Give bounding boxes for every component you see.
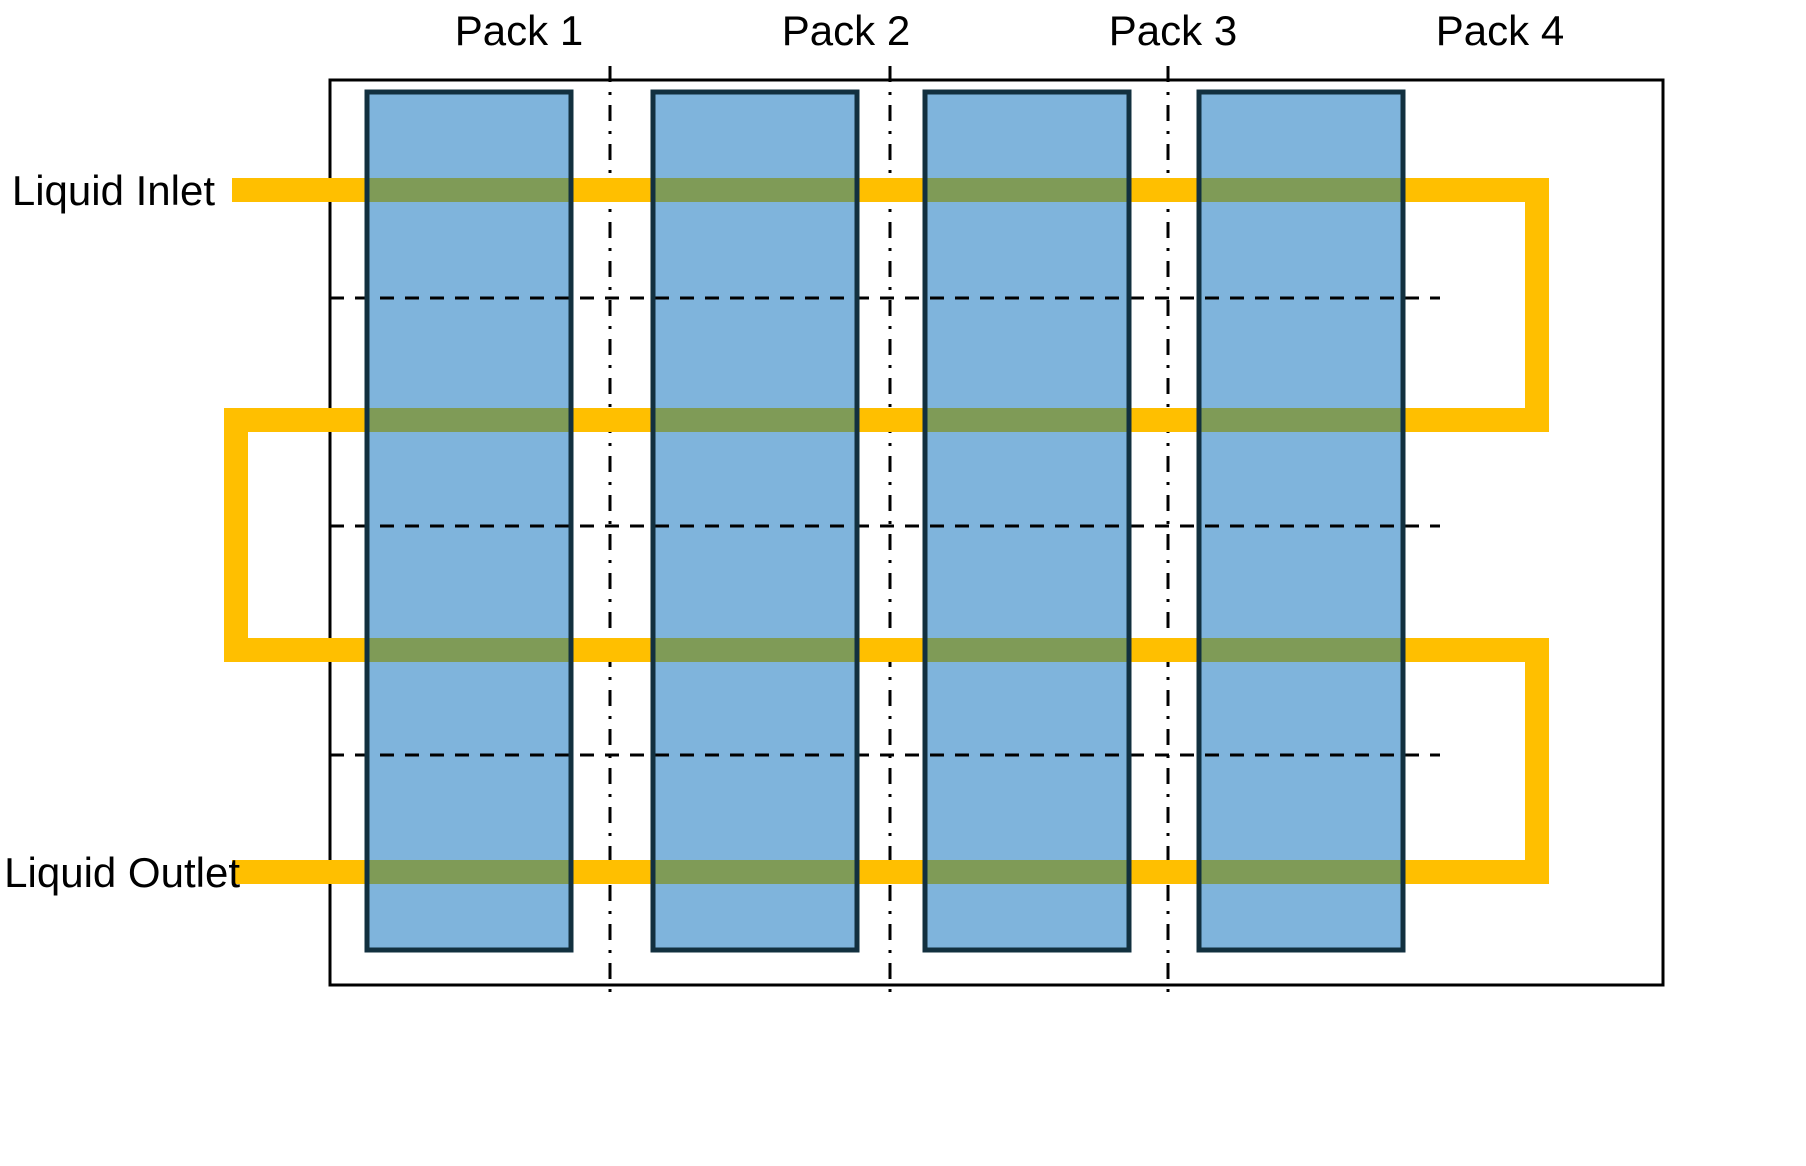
dashed-grid-group (330, 66, 1440, 1000)
liquid-outlet-label: Liquid Outlet (4, 849, 240, 896)
pack-label-3: Pack 3 (1109, 7, 1237, 54)
pack-label-2: Pack 2 (782, 7, 910, 54)
pack-outlines-overlay (364, 89, 1406, 953)
pack-body-1[interactable] (364, 89, 574, 953)
pack-body-3[interactable] (922, 89, 1132, 953)
pack-body-2[interactable] (650, 89, 860, 953)
cooling-pipe-group[interactable] (224, 178, 1549, 884)
pack-body-4[interactable] (1196, 89, 1406, 953)
pack-bodies-group (364, 89, 1406, 953)
pack-label-4: Pack 4 (1436, 7, 1564, 54)
pack-outline-1 (364, 89, 574, 953)
pack-outline-4 (1196, 89, 1406, 953)
outer-enclosure-frame (328, 78, 1665, 987)
pack-outline-3 (922, 89, 1132, 953)
pack-label-1: Pack 1 (455, 7, 583, 54)
cooling-pipe-base[interactable] (224, 178, 1549, 884)
pack-outline-2 (650, 89, 860, 953)
port-labels-group: Liquid Inlet Liquid Outlet (4, 167, 240, 896)
pack-labels-group: Pack 1 Pack 2 Pack 3 Pack 4 (455, 7, 1564, 54)
liquid-inlet-label: Liquid Inlet (12, 167, 215, 214)
